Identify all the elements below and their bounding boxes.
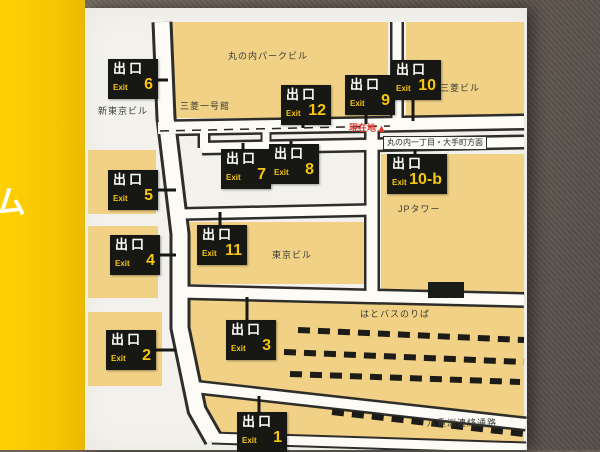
label-yaesu-passage: 八重洲連絡通路 (427, 418, 498, 428)
exit-jp-label: 出口 (231, 322, 264, 337)
exit-badge-3: 出口 Exit 3 (226, 320, 276, 360)
exit-number: 2 (142, 346, 151, 364)
exit-en-label: Exit (231, 343, 246, 353)
exit-badge-4: 出口 Exit 4 (110, 235, 160, 275)
label-jp-tower: JPタワー (398, 204, 441, 214)
exit-jp-label: 出口 (392, 156, 425, 171)
exit-jp-label: 出口 (115, 237, 148, 252)
exit-badge-2: 出口 Exit 2 (106, 330, 156, 370)
exit-jp-label: 出口 (113, 61, 146, 76)
exit-badge-9: 出口 Exit 9 (345, 75, 395, 115)
exit-en-label: Exit (286, 108, 301, 118)
label-shin-tokyo-building: 新東京ビル (98, 106, 149, 116)
exit-jp-label: 出口 (286, 87, 319, 102)
exit-en-label: Exit (111, 353, 126, 363)
exit-en-label: Exit (113, 193, 128, 203)
exit-number: 9 (381, 91, 390, 109)
exit-jp-label: 出口 (242, 414, 275, 429)
exit-jp-label: 出口 (396, 62, 429, 77)
exit-en-label: Exit (226, 172, 241, 182)
exit-jp-label: 出口 (350, 77, 383, 92)
current-location: 現在地▲ (349, 124, 387, 135)
current-location-marker-icon: ▲ (376, 123, 387, 135)
exit-number: 11 (225, 241, 242, 259)
exit-number: 10 (418, 76, 436, 94)
exit-badge-1: 出口 Exit 1 (237, 412, 287, 452)
exit-number: 12 (308, 101, 326, 119)
exit-en-label: Exit (392, 177, 407, 187)
exit-badge-11: 出口 Exit 11 (197, 225, 247, 265)
exit-number: 7 (257, 165, 266, 183)
label-mitsubishi-ichigokan: 三菱一号館 (180, 101, 231, 111)
exit-number: 3 (262, 336, 271, 354)
exit-badge-7: 出口 Exit 7 (221, 149, 271, 189)
label-marunouchi-park-building: 丸の内パークビル (228, 51, 309, 61)
exit-en-label: Exit (113, 82, 128, 92)
sign-yellow-edge: ム (0, 0, 85, 450)
exit-number: 5 (144, 186, 153, 204)
sign-edge-character: ム (0, 184, 27, 220)
exit-number: 4 (146, 251, 155, 269)
exit-badge-6: 出口 Exit 6 (108, 59, 158, 99)
exit-jp-label: 出口 (226, 151, 259, 166)
exit-number: 1 (273, 428, 282, 446)
exit-en-label: Exit (115, 258, 130, 268)
exit-badge-5: 出口 Exit 5 (108, 170, 158, 210)
label-hato-bus-boarding: はとバスのりば (360, 309, 431, 319)
exit-number: 6 (144, 75, 153, 93)
exit-badge-10: 出口 Exit 10 (391, 60, 441, 100)
exit-badge-12: 出口 Exit 12 (281, 85, 331, 125)
exit-en-label: Exit (274, 167, 289, 177)
exit-jp-label: 出口 (111, 332, 144, 347)
exit-en-label: Exit (350, 98, 365, 108)
direction-sign: 丸の内一丁目・大手町方面 (383, 136, 487, 150)
exit-jp-label: 出口 (113, 172, 146, 187)
exit-en-label: Exit (202, 248, 217, 258)
exit-number: 10-b (409, 170, 442, 188)
exit-en-label: Exit (396, 83, 411, 93)
label-tokyo-building: 東京ビル (272, 250, 313, 260)
exit-jp-label: 出口 (202, 227, 235, 242)
exit-badge-8: 出口 Exit 8 (269, 144, 319, 184)
exit-number: 8 (305, 160, 314, 178)
current-location-text: 現在地 (349, 123, 377, 133)
exit-en-label: Exit (242, 435, 257, 445)
exit-jp-label: 出口 (274, 146, 307, 161)
label-mitsubishi-building: 三菱ビル (440, 83, 481, 93)
